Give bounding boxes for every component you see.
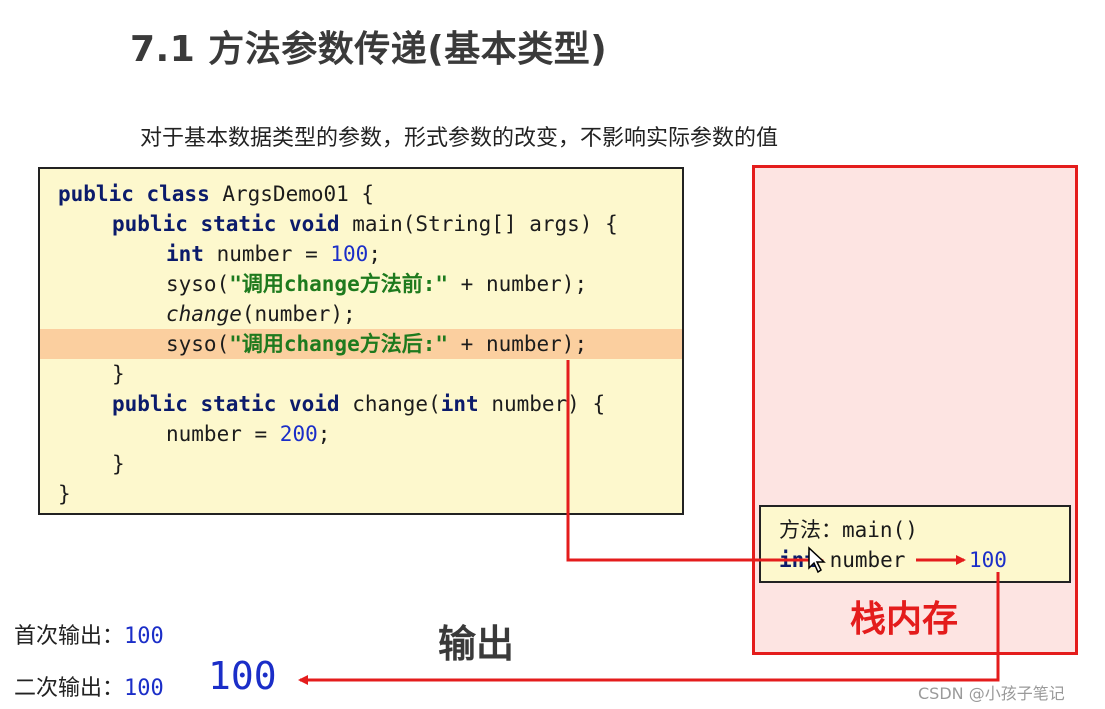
code-keyword: int [166,242,204,266]
code-text: ; [368,242,381,266]
code-line-4: syso("调用change方法前:" + number); [40,269,682,299]
mouse-cursor-icon [808,546,826,574]
stack-memory-label: 栈内存 [850,599,959,640]
code-line-1: public class ArgsDemo01 { [40,179,682,209]
slide-subtitle: 对于基本数据类型的参数，形式参数的改变，不影响实际参数的值 [140,126,779,151]
frame-method-label: 方法：main() [779,518,918,542]
code-text: change( [339,392,441,416]
code-line-5: change(number); [40,299,682,329]
first-output-label: 首次输出： [14,624,125,649]
first-output-row: 首次输出：100 [14,618,164,650]
frame-var-name: number [829,548,906,572]
code-text: ; [317,422,331,446]
code-keyword: public static void [112,392,340,416]
second-output-big-value: 100 [208,654,277,698]
main-stack-frame: 方法：main() int number 100 [759,505,1071,583]
arrow-code-to-frame [566,360,824,565]
code-text: syso( [166,332,230,356]
code-keyword: int [440,392,479,416]
code-line-6-highlighted: syso("调用change方法后:" + number); [40,329,682,359]
code-string: "调用change方法后:" [229,332,449,356]
code-text: number = [166,422,280,446]
second-output-row: 二次输出：100 [14,670,164,702]
first-output-value: 100 [124,624,164,649]
watermark: CSDN @小孩子笔记 [918,684,1065,703]
code-line-8: public static void change(int number) { [40,389,682,419]
code-text: ArgsDemo01 { [209,182,375,206]
code-text: number) { [478,392,606,416]
arrow-value-to-output [298,572,1000,685]
second-output-value: 100 [124,676,164,701]
frame-var-value: 100 [969,548,1007,572]
code-line-11: } [58,482,71,506]
code-number: 200 [279,422,318,446]
code-text: + number); [448,272,588,296]
code-text: main(String[] args) { [339,212,618,236]
code-line-2: public static void main(String[] args) { [40,209,682,239]
code-line-7: } [112,362,125,386]
code-text: (number); [241,302,356,326]
second-output-label: 二次输出： [14,676,125,701]
code-method-call: change [166,302,242,326]
code-line-9: number = 200; [40,419,682,449]
code-line-3: int number = 100; [40,239,682,269]
output-heading: 输出 [438,622,515,666]
code-line-10: } [112,452,125,476]
slide-title: 7.1 方法参数传递(基本类型) [130,29,608,70]
code-number: 100 [330,242,369,266]
code-panel: public class ArgsDemo01 { public static … [38,167,684,515]
code-text: syso( [166,272,230,296]
code-string: "调用change方法前:" [229,272,449,296]
code-text: + number); [448,332,588,356]
code-keyword: public static void [112,212,340,236]
code-text: number = [203,242,331,266]
code-keyword: public class [58,182,210,206]
